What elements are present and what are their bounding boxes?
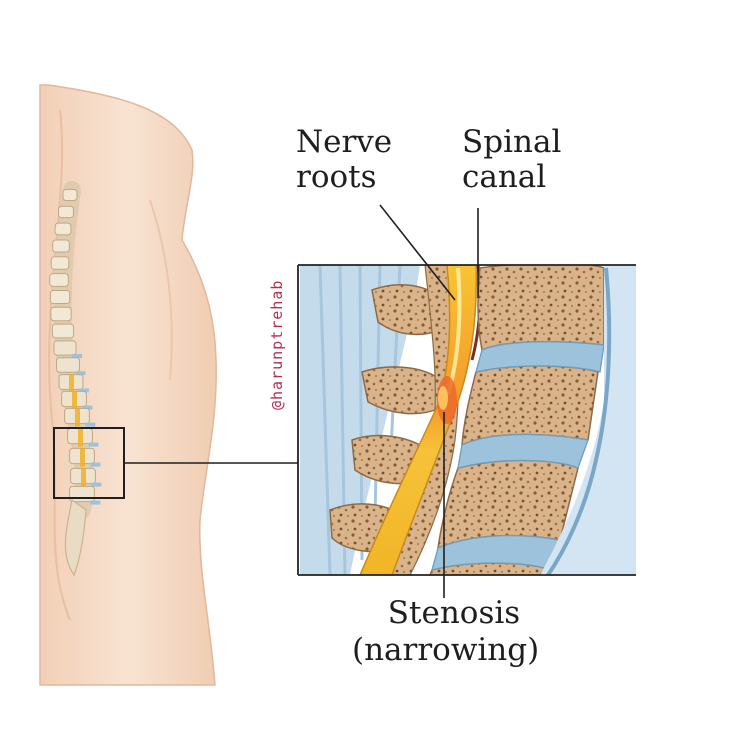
body-disc: [82, 405, 93, 410]
stenosis-sublabel: (narrowing): [352, 632, 540, 668]
body-nerve-segment: [75, 408, 80, 427]
body-nerve-segment: [78, 428, 83, 447]
body-vertebra: [50, 306, 72, 322]
body-vertebra: [69, 485, 95, 503]
body-disc: [90, 500, 101, 505]
body-disc: [90, 462, 101, 467]
body-nerve-segment: [72, 391, 77, 410]
body-vertebra: [49, 273, 69, 287]
body-silhouette: [39, 84, 217, 686]
body-vertebra: [58, 205, 74, 219]
body-disc: [78, 388, 89, 393]
inset-cross-section: [297, 264, 636, 576]
body-nerve-segment: [69, 374, 74, 393]
spinal-canal-label: Spinal canal: [462, 124, 562, 195]
body-disc: [75, 371, 86, 376]
stenosis-label: Stenosis: [387, 595, 521, 631]
body-disc: [72, 354, 83, 359]
watermark-text: @harunptrehab: [268, 279, 286, 410]
body-nerve-segment: [80, 448, 85, 467]
body-disc: [91, 482, 102, 487]
body-nerve-segment: [81, 468, 86, 487]
body-vertebra: [54, 222, 72, 236]
body-vertebra: [56, 357, 80, 373]
body-vertebra: [51, 323, 75, 339]
body-vertebra: [50, 256, 70, 270]
body-spine: [49, 181, 102, 577]
body-disc: [88, 442, 99, 447]
nerve-roots-label: Nerve roots: [296, 124, 393, 195]
nerve-roots-leader: [379, 204, 456, 301]
body-disc: [85, 422, 96, 427]
body-vertebra: [52, 239, 70, 253]
body-vertebra: [49, 289, 71, 305]
body-vertebra: [62, 189, 78, 201]
body-vertebra: [53, 340, 77, 356]
